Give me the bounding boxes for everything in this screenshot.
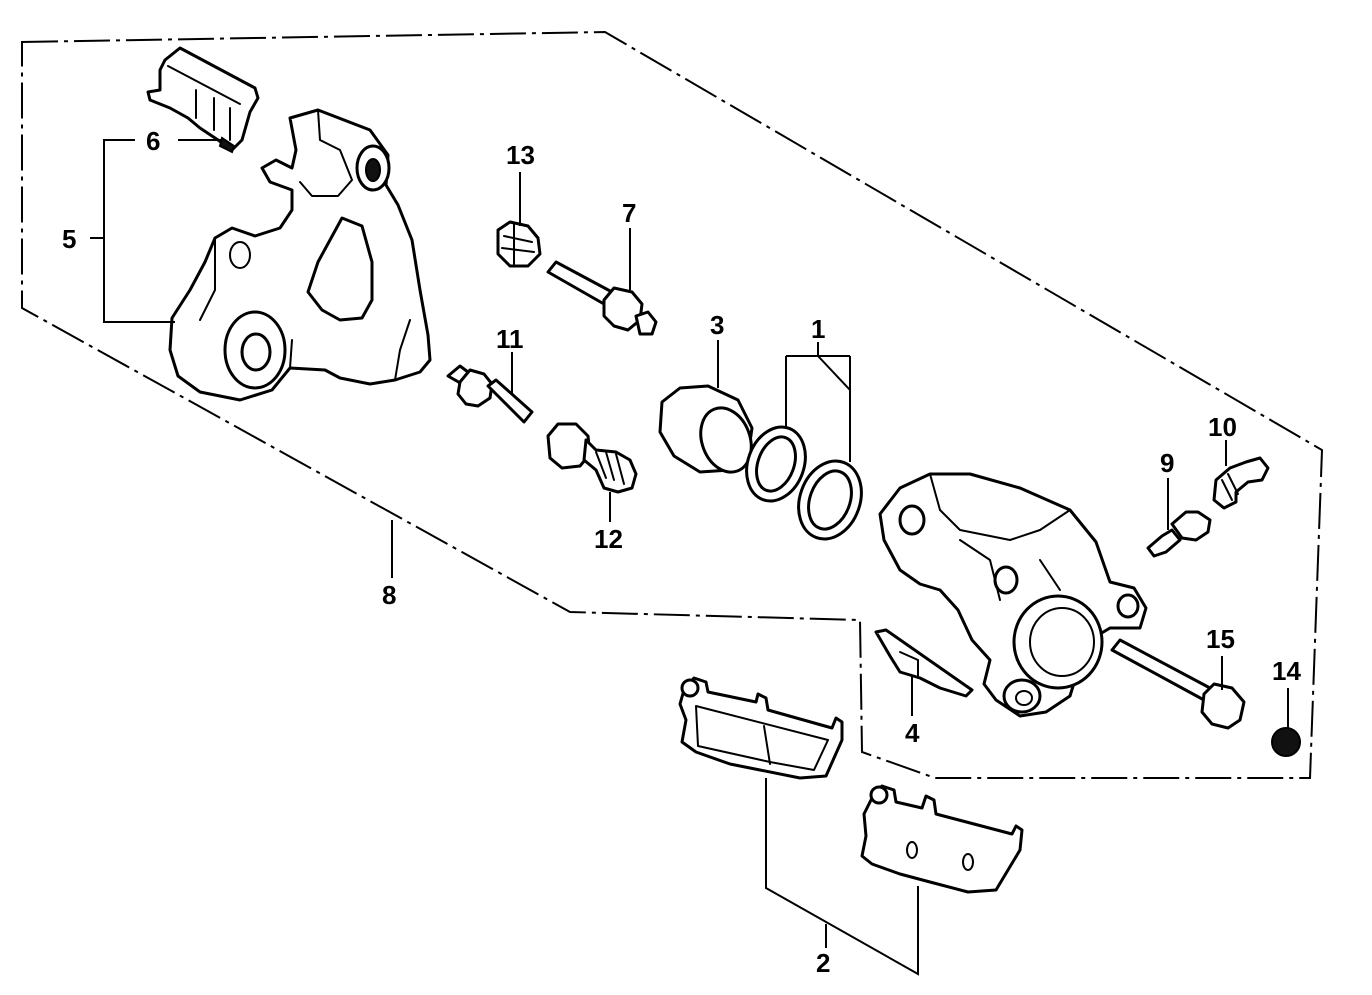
piston-part: [658, 384, 754, 474]
assembly-boundary: [21, 30, 1324, 779]
label-part-8: 8: [382, 580, 396, 610]
piston-seal-part: [745, 425, 863, 541]
label-part-11: 11: [496, 324, 524, 354]
label-part-15: 15: [1206, 624, 1235, 654]
bleeder-valve-part: [1146, 510, 1212, 558]
label-part-9: 9: [1160, 448, 1174, 478]
brake-pad-rear-part: [860, 784, 1024, 894]
label-part-14: 14: [1272, 656, 1301, 686]
label-part-1: 1: [811, 314, 825, 344]
label-part-13: 13: [506, 140, 535, 170]
pad-retainer-part: [874, 628, 974, 698]
slide-pin-part: [1110, 638, 1246, 730]
caliper-body-part: [878, 472, 1148, 718]
brake-pad-front-part: [678, 676, 844, 780]
label-part-6: 6: [146, 126, 160, 156]
label-part-4: 4: [905, 718, 920, 748]
leader-lines: [90, 139, 1289, 976]
main-bolt-part: [546, 422, 638, 494]
pin-bolt-part: [546, 260, 658, 336]
label-part-3: 3: [710, 310, 724, 340]
pad-spring-part: [146, 46, 260, 154]
small-pin-bolt-part: [446, 364, 534, 424]
caliper-bracket-part: [168, 108, 432, 402]
part-number-labels: 1 2 3 4 5 6 7 8 9 10 11 12 13 14 15: [62, 126, 1301, 978]
label-part-7: 7: [622, 198, 636, 228]
label-part-2: 2: [816, 948, 830, 978]
label-part-10: 10: [1208, 412, 1237, 442]
bolt-cap-part: [496, 220, 542, 268]
label-part-12: 12: [594, 524, 623, 554]
small-cap-part: [1271, 727, 1301, 757]
hose-fitting-part: [1212, 456, 1270, 510]
label-part-5: 5: [62, 224, 76, 254]
